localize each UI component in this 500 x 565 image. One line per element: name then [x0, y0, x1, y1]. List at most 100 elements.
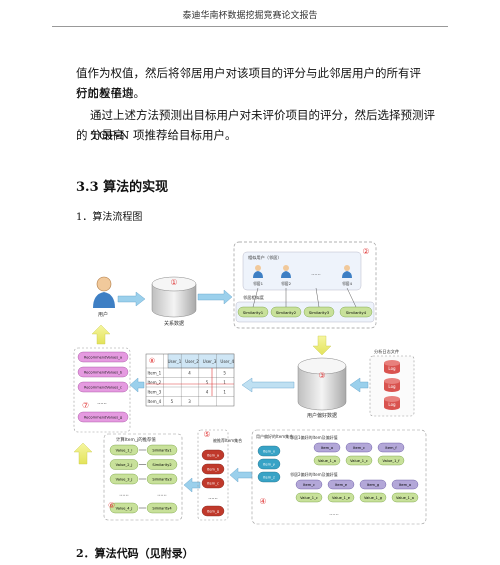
step-number-1: ①	[170, 278, 177, 287]
value-pill	[327, 492, 355, 503]
item-value: Value_1_e	[332, 496, 351, 500]
arrow-left-icon	[129, 377, 145, 393]
similarity-value: Similarity2	[276, 310, 297, 315]
item-name: Item_e	[335, 483, 348, 487]
neighbor2-preferences: Item_cValue_1_cItem_eValue_1_eItem_gValu…	[295, 479, 419, 503]
log-label: Log	[388, 366, 396, 371]
similarity-label: 邻居相似度	[243, 294, 265, 301]
matrix-cell: 4	[188, 371, 191, 376]
recommend-pill	[77, 411, 129, 423]
similarity-pill	[146, 459, 178, 470]
arrow-left-icon	[349, 377, 369, 393]
value-pill	[359, 492, 387, 503]
calc-similarity: Similarity3	[152, 478, 171, 482]
neighbor-icons	[253, 265, 352, 278]
matrix-col-header: User_2	[185, 359, 199, 364]
item-value: Value_1_f	[382, 459, 400, 463]
recommend-value: RecommendValues_c	[84, 386, 122, 390]
calc-value: Value_4_j	[116, 507, 133, 511]
item-name: Item_c	[303, 483, 315, 487]
paragraph-line: 行加权平均。	[76, 86, 145, 100]
unrated-pill	[201, 505, 225, 517]
unrated-box	[197, 429, 229, 521]
similarity-value: Similarity4	[346, 310, 367, 315]
pref-item: Item_z	[263, 476, 275, 480]
arrow-down-icon	[312, 335, 332, 356]
section-heading: 3.3 算法的实现	[76, 176, 168, 195]
matrix-cell: 5	[206, 380, 209, 385]
value-pill	[377, 455, 405, 466]
unrated-pill	[201, 477, 225, 489]
header-rule	[52, 26, 448, 27]
section-number: 3.3	[76, 180, 99, 195]
analysis-log-label: 分析日志文件	[374, 348, 399, 355]
step-number-2: ②	[362, 247, 369, 256]
subsection-flow: 1．算法流程图	[76, 212, 143, 223]
unrated-pill	[201, 463, 225, 475]
item-name: Item_c	[353, 446, 365, 450]
matrix-row-header: Item_1	[148, 371, 162, 376]
recommend-value: ......	[97, 400, 107, 406]
item-value: Value_1_c	[300, 496, 318, 500]
pref-item: Item_y	[263, 463, 276, 467]
matrix-col-header: User_1	[168, 359, 182, 364]
recommend-value: RecommendValues_g	[84, 416, 122, 420]
similarity-pill	[146, 502, 178, 514]
calc-similarity: Similarity1	[152, 449, 171, 453]
matrix-cell: 3	[188, 399, 191, 404]
recommend-pill	[77, 381, 129, 393]
more-dots: ......	[329, 511, 339, 517]
user-label: 用户	[98, 311, 108, 318]
unrated-item: Item_b	[207, 468, 220, 472]
pref-item: Item_x	[263, 450, 276, 454]
item-value: Value_1_a	[318, 459, 336, 463]
paragraph-line: 值作为权值，然后将邻居用户对该项目的评分与此邻居用户的所有评分的差值进	[76, 66, 421, 100]
step-number-8: ⑧	[149, 357, 155, 365]
matrix-row-header: Item_2	[148, 380, 162, 385]
calc-similarity: Similarity4	[152, 507, 172, 511]
preference-box	[251, 429, 427, 525]
step-number-4: ④	[259, 497, 266, 506]
neighbor1-pref-label: 邻居1偏好的Item及偏好值	[290, 434, 338, 440]
neighbor-name: 邻居2	[281, 281, 292, 286]
item-value: Value_1_c	[350, 459, 368, 463]
value-pill	[109, 502, 139, 514]
relation-db-label: 关系数据	[164, 320, 184, 327]
recommend-values-list: RecommendValues_aRecommendValues_bRecomm…	[77, 351, 129, 423]
value-pill	[109, 459, 139, 470]
neighbor-name: ......	[311, 271, 321, 277]
calc-label: 计算Item_j的推荐值	[116, 436, 156, 443]
arrow-left-icon	[229, 467, 253, 483]
item-pill	[377, 442, 405, 453]
user-icon	[93, 276, 115, 308]
similarity-value: Similarity1	[243, 310, 264, 315]
neighbor-name: 邻居1	[253, 281, 264, 286]
matrix-col-header: User_3	[203, 359, 217, 364]
item-name: Item_f	[385, 446, 397, 450]
item-pill	[295, 479, 323, 490]
neighbor-name: 邻居4	[342, 281, 353, 286]
item-pill	[359, 479, 387, 490]
matrix-cell: 5	[223, 371, 226, 376]
recommend-pill	[77, 351, 129, 363]
user-pref-db-label: 用户偏好数据	[307, 412, 337, 419]
arrow-left-icon	[241, 377, 295, 393]
value-pill	[109, 473, 139, 485]
matrix-cell: 4	[206, 390, 209, 395]
unrated-item: ......	[208, 495, 218, 501]
subsection-code: 2．算法代码（见附录）	[76, 547, 194, 560]
matrix-row-header: Item_3	[148, 390, 162, 395]
log-label: Log	[388, 402, 396, 407]
calc-similarity: Similarity2	[152, 463, 171, 467]
neighbor-label: 相似用户（邻居）	[248, 254, 282, 261]
algorithm-flowchart: 用户 ① 关系数据 ② 相似用户（邻居） 邻居1 邻居2 ...... 邻居4 …	[73, 241, 427, 525]
item-pill	[313, 442, 341, 453]
log-icons	[384, 360, 400, 410]
unrated-label: 被推荐Item集合	[213, 437, 242, 443]
arrow-left-icon	[183, 477, 201, 493]
item-pill	[327, 479, 355, 490]
calc-box	[103, 433, 183, 521]
